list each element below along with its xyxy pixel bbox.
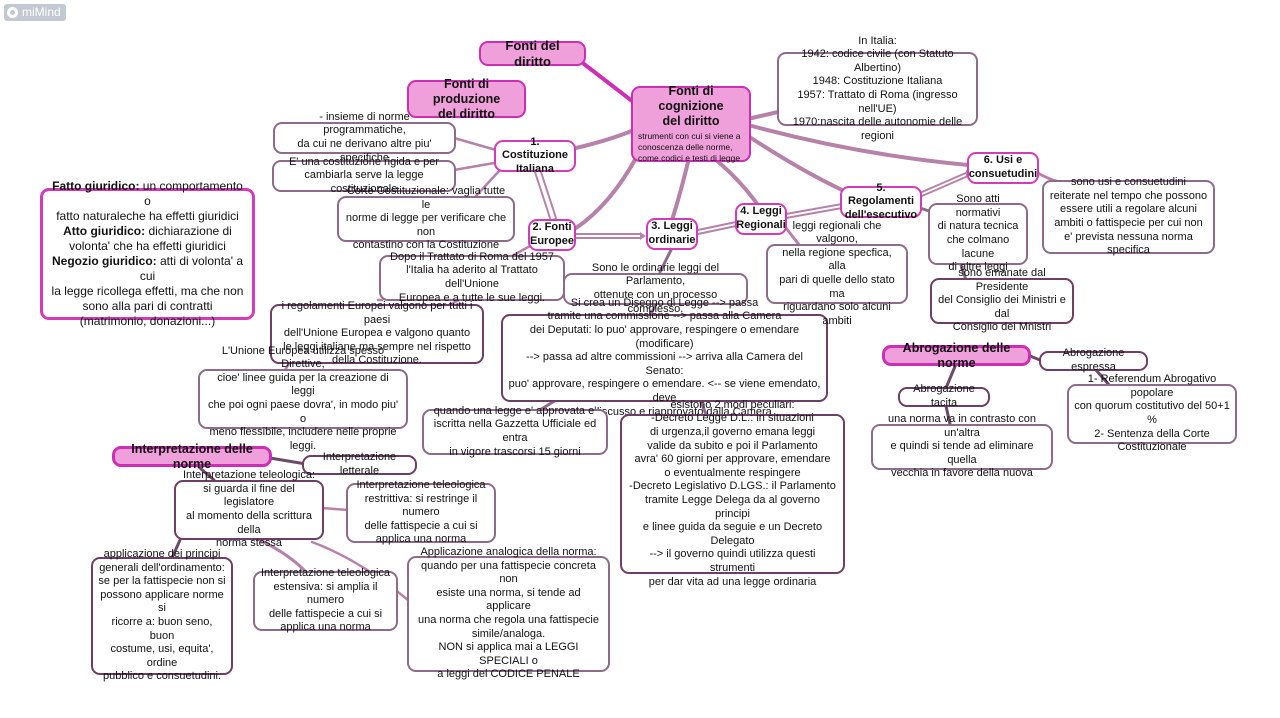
topic-label: Interpretazione delle norme: [131, 441, 253, 471]
topic-usi-consuetudini[interactable]: 6. Usi e consuetudini: [967, 152, 1039, 184]
note-text: Sono le ordinarie leggi del Parlamento, …: [591, 261, 720, 315]
fatto-label: Fatto giuridico:: [52, 179, 140, 193]
note-text: Dopo il Trattato di Roma del 1957 l'Ital…: [390, 250, 554, 304]
negozio-text: atti di volonta' a cui: [139, 254, 243, 283]
note-interpretazione-restrittiva[interactable]: Interpretazione teleologica restrittiva:…: [346, 479, 496, 545]
note-text: Interpretazione teleologica: si guarda i…: [182, 469, 316, 550]
topic-label: 1. Costituzione Italiana: [502, 135, 568, 175]
topic-abrogazione-norme[interactable]: Abrogazione delle norme: [882, 341, 1031, 370]
negozio-text-3: sono alla pari di contratti: [82, 299, 213, 313]
note-principi-generali[interactable]: applicazione dei principi generali dell'…: [91, 548, 233, 682]
atto-text: dichiarazione di: [145, 224, 232, 238]
note-text: Sono atti normativi di natura tecnica ch…: [937, 193, 1019, 274]
topic-fonti-di-produzione[interactable]: Fonti di produzione del diritto: [407, 77, 526, 121]
topic-fonti-del-diritto[interactable]: Fonti del diritto: [479, 38, 586, 69]
note-interpretazione-teleologica[interactable]: Interpretazione teleologica: si guarda i…: [174, 469, 324, 549]
topic-label: Fonti del diritto: [505, 37, 560, 69]
note-text: sono emanate dal Presidente del Consigli…: [938, 267, 1066, 334]
topic-label: 5. Regolamenti dell'esecutivo: [844, 181, 918, 221]
topic-leggi-ordinarie[interactable]: 3. Leggi ordinarie: [646, 218, 698, 250]
topic-label: Abrogazione espressa: [1062, 347, 1125, 373]
fatto-text: un comportamento o: [139, 179, 243, 208]
topic-interpretazione-norme[interactable]: Interpretazione delle norme: [112, 442, 272, 471]
note-insieme-norme[interactable]: - insieme di norme programmatiche, da cu…: [273, 111, 456, 164]
fatto-text-2: fatto naturaleche ha effetti giuridici: [56, 209, 239, 223]
mimind-logo-icon: [7, 7, 18, 18]
note-text: Applicazione analogica della norma: quan…: [417, 546, 599, 681]
atto-line: Atto giuridico: dichiarazione di: [63, 224, 232, 239]
topic-regolamenti-esecutivo[interactable]: 5. Regolamenti dell'esecutivo: [840, 182, 922, 221]
note-direttive[interactable]: L'Unione Europea utilizza spesso Diretti…: [198, 345, 408, 452]
note-text: sono usi e consuetudini reiterate nel te…: [1049, 176, 1208, 257]
negozio-text-4: (matrimonio, donazioni...): [79, 314, 216, 328]
topic-interpretazione-letterale[interactable]: Interpretazione letterale: [302, 451, 417, 477]
topic-label: 2. Fonti Europee: [530, 221, 575, 247]
mimind-logo[interactable]: miMind: [4, 4, 66, 21]
negozio-text-2: la legge ricollega effetti, ma che non: [51, 284, 244, 298]
note-costituzione-rigida[interactable]: E' una costituzione rigida e per cambiar…: [272, 156, 456, 195]
note-disegno-di-legge[interactable]: Si crea un Disegno di Legge --> passa tr…: [501, 297, 828, 418]
note-text: applicazione dei principi generali dell'…: [98, 548, 226, 683]
topic-abrogazione-tacita[interactable]: Abrogazione tacita: [898, 383, 990, 409]
note-atti-normativi[interactable]: Sono atti normativi di natura tecnica ch…: [928, 193, 1028, 273]
note-espressa-desc[interactable]: 1- Referendum Abrogativo popolare con qu…: [1067, 373, 1237, 453]
note-in-italia[interactable]: In Italia: 1942: codice civile (con Stat…: [777, 35, 978, 142]
note-trattato-roma[interactable]: Dopo il Trattato di Roma del 1957 l'Ital…: [379, 251, 565, 304]
note-gazzetta-ufficiale[interactable]: quando una legge e' approvata e' iscritt…: [422, 405, 608, 458]
negozio-label: Negozio giuridico:: [51, 254, 157, 268]
note-text: Interpretazione teleologica estensiva: s…: [260, 567, 391, 634]
negozio-line: Negozio giuridico: atti di volonta' a cu…: [48, 254, 247, 284]
note-corte-costituzionale[interactable]: Corte Costituzionale: vaglia tutte le no…: [337, 185, 515, 251]
note-text: L'Unione Europea utilizza spesso Diretti…: [207, 344, 399, 452]
topic-label: Abrogazione tacita: [913, 383, 975, 409]
logo-text: miMind: [22, 5, 61, 19]
topic-label: Fonti di cognizione del diritto: [658, 84, 724, 128]
note-text: Corte Costituzionale: vaglia tutte le no…: [345, 185, 507, 252]
note-tacita-desc[interactable]: una norma va in contrasto con un'altra e…: [871, 413, 1053, 479]
note-regolamenti-europei[interactable]: i regolamenti Europei valgono per tutti …: [270, 300, 484, 366]
topic-fonti-europee[interactable]: 2. Fonti Europee: [528, 219, 576, 251]
topic-leggi-regionali[interactable]: 4. Leggi Regionali: [735, 203, 787, 235]
note-modi-peculiari[interactable]: esistono 2 modi peculiari: -Decreto Legg…: [620, 399, 845, 588]
topic-label: Interpretazione letterale: [322, 451, 397, 477]
topic-abrogazione-espressa[interactable]: Abrogazione espressa: [1039, 347, 1148, 373]
topic-label: 6. Usi e consuetudini: [968, 154, 1038, 180]
topic-label: 3. Leggi ordinarie: [648, 220, 696, 246]
note-usi-desc[interactable]: sono usi e consuetudini reiterate nel te…: [1042, 176, 1215, 256]
topic-label: Abrogazione delle norme: [902, 340, 1011, 370]
topic-fonti-di-cognizione[interactable]: Fonti di cognizione del diritto strument…: [631, 84, 751, 163]
topic-costituzione-italiana[interactable]: 1. Costituzione Italiana: [494, 136, 576, 175]
note-text: i regolamenti Europei valgono per tutti …: [281, 300, 473, 367]
note-text: leggi regionali che valgono, nella regio…: [779, 219, 895, 327]
note-interpretazione-estensiva[interactable]: Interpretazione teleologica estensiva: s…: [253, 567, 398, 633]
note-text: esistono 2 modi peculiari: -Decreto Legg…: [629, 398, 836, 588]
note-fatto-giuridico[interactable]: Fatto giuridico: un comportamento o fatt…: [40, 179, 255, 328]
note-emanate-presidente[interactable]: sono emanate dal Presidente del Consigli…: [930, 267, 1074, 333]
topic-sublabel: strumenti con cui si viene a conoscenza …: [638, 131, 741, 163]
topic-label: Fonti di produzione del diritto: [432, 76, 501, 121]
note-ordinarie-desc[interactable]: Sono le ordinarie leggi del Parlamento, …: [563, 262, 748, 315]
atto-label: Atto giuridico:: [63, 224, 146, 238]
note-text: E' una costituzione rigida e per cambiar…: [288, 155, 440, 195]
note-text: quando una legge e' approvata e' iscritt…: [433, 404, 597, 458]
atto-text-2: volonta' che ha effetti giuridici: [69, 239, 226, 253]
topic-label: 4. Leggi Regionali: [736, 205, 786, 231]
note-text: In Italia: 1942: codice civile (con Stat…: [792, 34, 963, 142]
note-applicazione-analogica[interactable]: Applicazione analogica della norma: quan…: [407, 546, 610, 680]
note-regionali-desc[interactable]: leggi regionali che valgono, nella regio…: [766, 220, 908, 327]
note-text: 1- Referendum Abrogativo popolare con qu…: [1074, 373, 1230, 454]
note-text: una norma va in contrasto con un'altra e…: [888, 413, 1036, 480]
fatto-line: Fatto giuridico: un comportamento o: [48, 179, 247, 209]
note-text: Interpretazione teleologica restrittiva:…: [356, 479, 486, 546]
